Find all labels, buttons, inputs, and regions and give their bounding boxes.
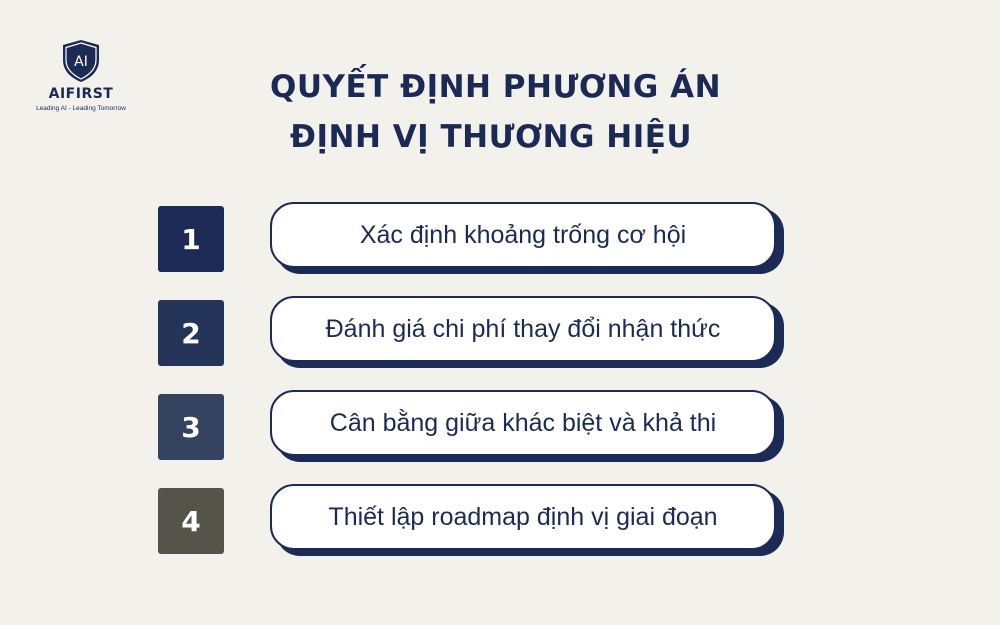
- title-line-2: ĐỊNH VỊ THƯƠNG HIỆU: [290, 119, 693, 155]
- shield-icon: AI: [63, 40, 99, 82]
- step-card: Cân bằng giữa khác biệt và khả thi: [270, 390, 776, 456]
- logo-wordmark: AIFIRST: [48, 86, 114, 102]
- step-card: Thiết lập roadmap định vị giai đoạn: [270, 484, 776, 550]
- step-4: 4 Thiết lập roadmap định vị giai đoạn: [158, 484, 788, 556]
- step-3: 3 Cân bằng giữa khác biệt và khả thi: [158, 390, 788, 462]
- step-card: Xác định khoảng trống cơ hội: [270, 202, 776, 268]
- logo-mark: AI: [74, 54, 88, 70]
- step-number-badge: 3: [158, 394, 224, 460]
- step-number-badge: 4: [158, 488, 224, 554]
- brand-logo: AI AIFIRST Leading AI - Leading Tomorrow: [26, 38, 136, 112]
- logo-tagline: Leading AI - Leading Tomorrow: [36, 105, 126, 112]
- step-2: 2 Đánh giá chi phí thay đổi nhận thức: [158, 296, 788, 368]
- page-title: QUYẾT ĐỊNH PHƯƠNG ÁN ĐỊNH VỊ THƯƠNG HIỆU: [270, 62, 740, 162]
- step-1: 1 Xác định khoảng trống cơ hội: [158, 202, 788, 274]
- title-line-1: QUYẾT ĐỊNH PHƯƠNG ÁN: [270, 69, 722, 105]
- step-number-badge: 1: [158, 206, 224, 272]
- step-number-badge: 2: [158, 300, 224, 366]
- step-card: Đánh giá chi phí thay đổi nhận thức: [270, 296, 776, 362]
